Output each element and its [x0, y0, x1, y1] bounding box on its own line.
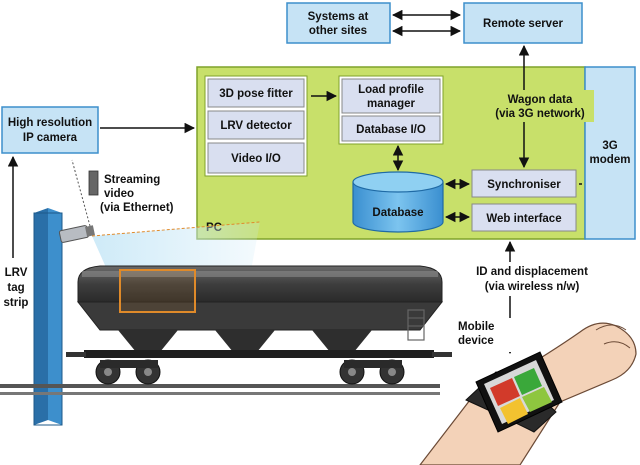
streaming-label-1: Streaming — [104, 174, 160, 186]
streaming-label-3: (via Ethernet) — [100, 202, 174, 214]
video-io-block: Video I/O — [207, 142, 305, 174]
camera-beam — [92, 222, 260, 276]
remote-server-label: Remote server — [483, 18, 563, 30]
lrv-tag-strip-post — [33, 208, 63, 426]
camera-block: High resolution IP camera — [1, 106, 99, 154]
load-profile-label-2: manager — [367, 98, 415, 110]
rail-bottom — [0, 392, 440, 395]
modem-label-2: modem — [590, 154, 631, 166]
id-displacement-bg — [444, 262, 620, 296]
lrv-detector-label: LRV detector — [220, 120, 292, 132]
camera-dotted-line — [71, 159, 91, 227]
beam-edge — [91, 221, 261, 237]
database-label: Database — [372, 207, 423, 219]
wagon-data-label-1: Wagon data — [508, 94, 573, 106]
mobile-label-bg — [484, 318, 534, 352]
lrv-detection-box — [119, 269, 196, 313]
pose-fitter-label: 3D pose fitter — [219, 88, 293, 100]
load-profile-manager-block: Load profile manager — [341, 78, 441, 114]
systems-other-sites-label-1: Systems at — [308, 11, 369, 23]
database-io-block: Database I/O — [341, 115, 441, 142]
wagon-data-label-2: (via 3G network) — [495, 108, 585, 120]
load-profile-label-1: Load profile — [358, 84, 424, 96]
lrv-detector-block: LRV detector — [207, 110, 305, 140]
web-interface-label: Web interface — [486, 213, 561, 225]
streaming-label-2: video — [104, 188, 134, 200]
camera-label-2: IP camera — [23, 132, 78, 144]
hopper-wagon — [66, 265, 452, 358]
synchroniser-block: Synchroniser — [471, 169, 577, 198]
mobile-label-2: device — [458, 335, 494, 347]
lrv-tag-label-1: LRV — [5, 267, 28, 279]
database-io-label: Database I/O — [356, 124, 426, 136]
lrv-detection-fill — [120, 270, 195, 312]
lrv-tag-label-3: strip — [4, 297, 29, 309]
systems-other-sites-block: Systems at other sites — [286, 2, 391, 44]
systems-other-sites-label-2: other sites — [309, 25, 367, 37]
wagon-data-bg — [496, 90, 594, 122]
lrv-tag-label-2: tag — [7, 282, 24, 294]
camera-label-1: High resolution — [8, 117, 92, 129]
video-io-label: Video I/O — [231, 153, 281, 165]
database-cylinder: Database — [352, 171, 444, 233]
web-interface-block: Web interface — [471, 203, 577, 232]
id-displacement-label-2: (via wireless n/w) — [485, 281, 580, 293]
mobile-label-1: Mobile — [458, 321, 494, 333]
arm-with-wrist-device — [419, 322, 637, 465]
id-displacement-label-1: ID and displacement — [476, 266, 588, 278]
camera-icon — [58, 225, 95, 243]
video-stream-icon — [88, 170, 99, 196]
synchroniser-label: Synchroniser — [487, 179, 561, 191]
remote-server-block: Remote server — [463, 2, 583, 44]
pose-fitter-block: 3D pose fitter — [207, 78, 305, 108]
wagon-wheels — [95, 359, 405, 385]
modem-label-1: 3G — [602, 140, 617, 152]
rail-top — [0, 384, 440, 388]
